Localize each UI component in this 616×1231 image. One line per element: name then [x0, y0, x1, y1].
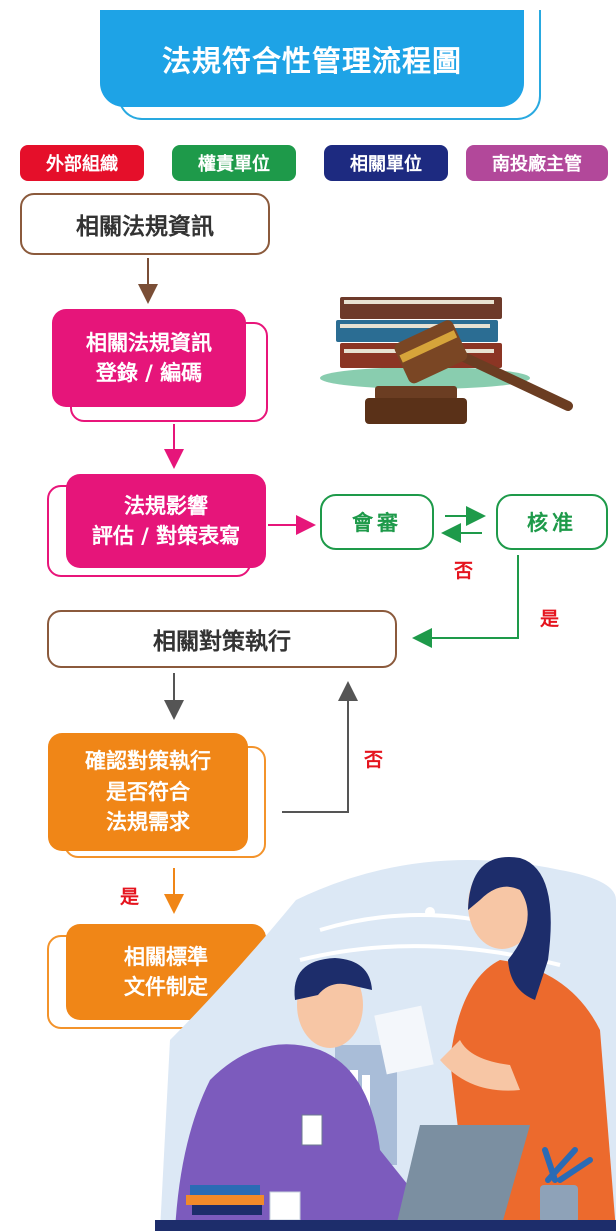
legend-external-org: 外部組織	[20, 145, 144, 181]
legend-nantou-manager: 南投廠主管	[466, 145, 608, 181]
node-assess-line2: 評估 / 對策表寫	[91, 524, 241, 548]
node-confirm-line1: 確認對策執行	[85, 749, 211, 774]
label-confirm-no: 否	[364, 749, 384, 771]
label-review-no: 否	[454, 560, 474, 582]
legend-related-unit: 相關單位	[324, 145, 448, 181]
node-execute-measures: 相關對策執行	[47, 610, 397, 668]
node-register-code: 相關法規資訊 登錄 / 編碼	[52, 309, 246, 407]
arrow-approve-execute	[412, 555, 519, 648]
page-title: 法規符合性管理流程圖	[100, 10, 524, 107]
node-register-line2: 登錄 / 編碼	[95, 361, 203, 385]
arrow-confirm-execute	[282, 681, 358, 813]
node-impact-assessment: 法規影響 評估 / 對策表寫	[66, 474, 266, 568]
node-review: 會審	[320, 494, 434, 550]
node-register-line1: 相關法規資訊	[86, 330, 212, 355]
node-regulation-info: 相關法規資訊	[20, 193, 270, 255]
node-approve: 核准	[496, 494, 608, 550]
node-assess-line1: 法規影響	[124, 493, 208, 518]
node-standard-docs: 相關標準 文件制定	[66, 924, 266, 1020]
node-standard-line2: 文件制定	[124, 975, 208, 999]
node-confirm-line2: 是否符合	[106, 779, 190, 804]
node-confirm-compliance: 確認對策執行 是否符合 法規需求	[48, 733, 248, 851]
node-standard-line1: 相關標準	[124, 944, 208, 969]
label-confirm-yes: 是	[120, 886, 140, 908]
legend-responsible-unit: 權責單位	[172, 145, 296, 181]
node-confirm-line3: 法規需求	[106, 810, 190, 835]
label-approve-yes: 是	[540, 608, 560, 630]
